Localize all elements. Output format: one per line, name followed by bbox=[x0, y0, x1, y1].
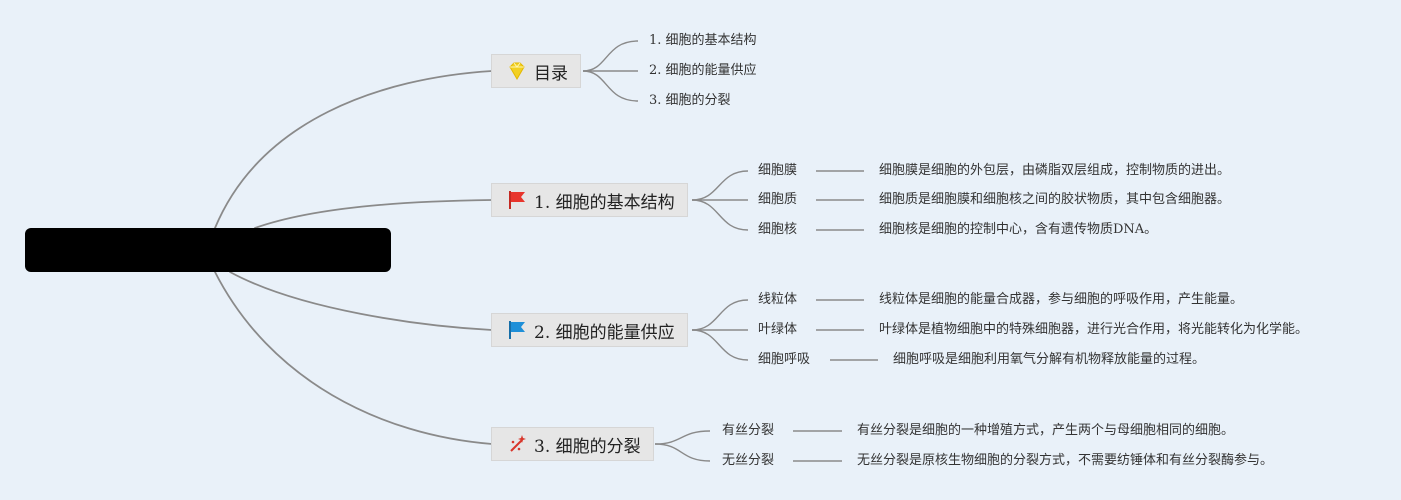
toc-title: 目录 bbox=[534, 63, 568, 84]
branch1-desc-3: 细胞核是细胞的控制中心，含有遗传物质DNA。 bbox=[879, 222, 1158, 237]
central-topic[interactable] bbox=[25, 228, 391, 272]
branch2-term-1[interactable]: 线粒体 bbox=[758, 292, 798, 307]
toc-item-2[interactable]: 2. 细胞的能量供应 bbox=[649, 63, 757, 78]
sparkle-icon bbox=[506, 433, 528, 455]
branch-topic-1[interactable]: 1. 细胞的基本结构 bbox=[491, 183, 688, 217]
red-flag-icon bbox=[506, 189, 528, 211]
branch1-term-2[interactable]: 细胞质 bbox=[758, 192, 798, 207]
branch-topic-2[interactable]: 2. 细胞的能量供应 bbox=[491, 313, 688, 347]
branch2-desc-1: 线粒体是细胞的能量合成器，参与细胞的呼吸作用，产生能量。 bbox=[879, 292, 1244, 307]
toc-item-1[interactable]: 1. 细胞的基本结构 bbox=[649, 33, 757, 48]
branch1-term-1[interactable]: 细胞膜 bbox=[758, 163, 798, 178]
branch1-desc-1: 细胞膜是细胞的外包层，由磷脂双层组成，控制物质的进出。 bbox=[879, 163, 1231, 178]
connector-branch-2 bbox=[229, 271, 493, 331]
branch2-term-2[interactable]: 叶绿体 bbox=[758, 322, 798, 337]
toc-topic[interactable]: 目录 bbox=[491, 54, 581, 88]
toc-item-3[interactable]: 3. 细胞的分裂 bbox=[649, 93, 731, 108]
branch3-term-1[interactable]: 有丝分裂 bbox=[722, 423, 775, 438]
diamond-icon bbox=[506, 60, 528, 82]
blue-flag-icon bbox=[506, 319, 528, 341]
branch3-desc-2: 无丝分裂是原核生物细胞的分裂方式，不需要纺锤体和有丝分裂酶参与。 bbox=[857, 453, 1274, 468]
connector-branch-1 bbox=[254, 199, 493, 229]
branch1-desc-2: 细胞质是细胞膜和细胞核之间的胶状物质，其中包含细胞器。 bbox=[879, 192, 1231, 207]
branch-topic-3[interactable]: 3. 细胞的分裂 bbox=[491, 427, 654, 461]
branch-title-1: 1. 细胞的基本结构 bbox=[534, 192, 675, 213]
branch3-term-2[interactable]: 无丝分裂 bbox=[722, 453, 775, 468]
connector-toc bbox=[214, 70, 493, 229]
branch-title-3: 3. 细胞的分裂 bbox=[534, 436, 641, 457]
branch1-term-3[interactable]: 细胞核 bbox=[758, 222, 798, 237]
branch3-desc-1: 有丝分裂是细胞的一种增殖方式，产生两个与母细胞相同的细胞。 bbox=[857, 423, 1235, 438]
branch2-term-3[interactable]: 细胞呼吸 bbox=[758, 352, 811, 367]
connector-branch-3 bbox=[214, 271, 493, 445]
branch2-desc-3: 细胞呼吸是细胞利用氧气分解有机物释放能量的过程。 bbox=[893, 352, 1206, 367]
branch-title-2: 2. 细胞的能量供应 bbox=[534, 322, 675, 343]
branch2-desc-2: 叶绿体是植物细胞中的特殊细胞器，进行光合作用，将光能转化为化学能。 bbox=[879, 322, 1309, 337]
